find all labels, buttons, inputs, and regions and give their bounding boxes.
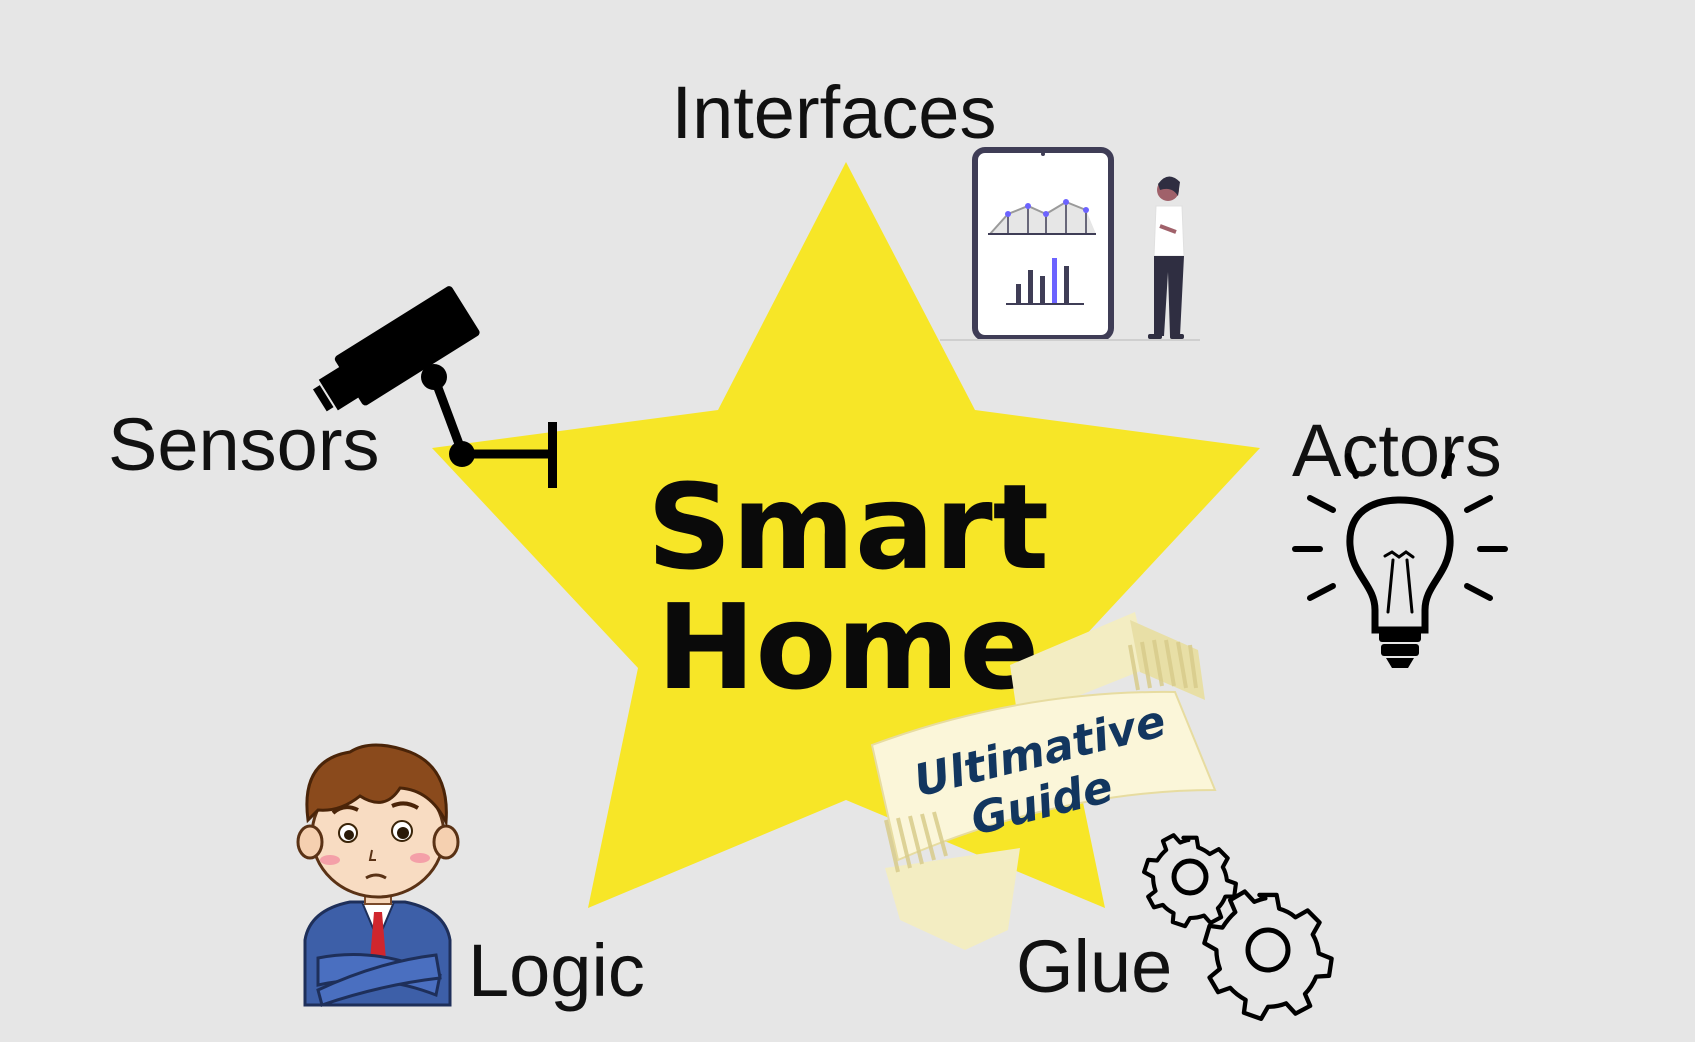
ribbon-body: [870, 690, 1217, 862]
tablet-dashboard-person-icon: [940, 147, 1200, 341]
thinking-businessman-icon: [296, 743, 460, 1007]
label-glue: Glue: [1016, 925, 1172, 1008]
gears-icon: [1142, 833, 1334, 1021]
label-sensors: Sensors: [108, 403, 379, 486]
label-logic: Logic: [468, 929, 645, 1012]
label-interfaces: Interfaces: [672, 71, 997, 154]
light-bulb-base-icon: [1379, 630, 1421, 668]
title-home: Home: [657, 578, 1040, 716]
light-bulb-icon: [1292, 453, 1508, 634]
security-camera-icon: [312, 286, 557, 488]
label-actors: Actors: [1292, 409, 1502, 492]
title-smart: Smart: [647, 458, 1049, 596]
